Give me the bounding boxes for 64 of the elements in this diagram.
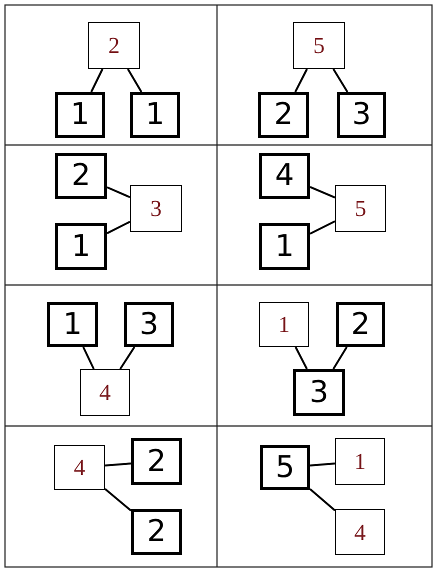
- number-text: 1: [274, 232, 294, 262]
- connector-line: [106, 186, 130, 198]
- number-text: 3: [139, 310, 159, 340]
- number-text: 4: [354, 520, 366, 544]
- number-text: 5: [313, 34, 325, 57]
- number-text: 2: [108, 34, 120, 57]
- number-box: [80, 369, 130, 416]
- number-text: 3: [352, 100, 372, 130]
- connector-line: [332, 346, 348, 370]
- number-box: [335, 509, 385, 555]
- number-box: [131, 509, 182, 555]
- number-box: [124, 302, 174, 347]
- number-text: 5: [275, 452, 295, 482]
- number-box: [88, 22, 140, 69]
- number-box: [47, 302, 98, 347]
- number-box: [258, 92, 309, 138]
- number-text: 3: [309, 378, 329, 408]
- number-text: 1: [278, 313, 290, 336]
- connector-line: [310, 462, 336, 466]
- connector-line: [294, 68, 308, 92]
- number-box: [54, 445, 105, 490]
- connector-line: [309, 488, 336, 512]
- connector-line: [310, 186, 336, 199]
- number-box: [55, 153, 107, 199]
- number-text: 5: [354, 197, 366, 220]
- connector-line: [127, 68, 142, 92]
- connector-line: [104, 488, 132, 512]
- number-box: [55, 92, 105, 138]
- number-box: [55, 223, 107, 270]
- number-text: 3: [150, 197, 162, 220]
- number-text: 2: [71, 161, 91, 191]
- number-text: 4: [74, 456, 86, 479]
- number-text: 1: [71, 232, 91, 262]
- connector-line: [106, 220, 130, 234]
- number-box: [260, 445, 310, 490]
- connector-line: [119, 346, 136, 370]
- number-box: [293, 369, 345, 416]
- number-text: 2: [146, 446, 166, 476]
- number-box: [293, 22, 345, 69]
- number-text: 2: [274, 100, 294, 130]
- connector-line: [90, 68, 104, 92]
- connector-line: [104, 462, 132, 467]
- connector-line: [294, 346, 308, 370]
- number-box: [130, 185, 182, 232]
- connector-line: [82, 346, 95, 370]
- number-text: 1: [354, 450, 366, 473]
- number-text: 2: [350, 310, 370, 340]
- number-box: [335, 438, 385, 485]
- number-box: [259, 302, 309, 347]
- number-box: [131, 438, 182, 485]
- number-box: [336, 302, 385, 347]
- number-text: 1: [62, 310, 82, 340]
- number-box: [259, 153, 310, 199]
- number-box: [130, 92, 180, 138]
- number-box: [335, 185, 386, 232]
- connector-line: [310, 220, 336, 235]
- number-text: 2: [146, 517, 166, 547]
- number-text: 1: [145, 100, 165, 130]
- number-text: 1: [70, 100, 90, 130]
- connector-line: [332, 68, 348, 93]
- number-text: 4: [274, 161, 294, 191]
- number-box: [259, 223, 310, 270]
- number-box: [337, 92, 386, 138]
- number-text: 4: [99, 381, 111, 404]
